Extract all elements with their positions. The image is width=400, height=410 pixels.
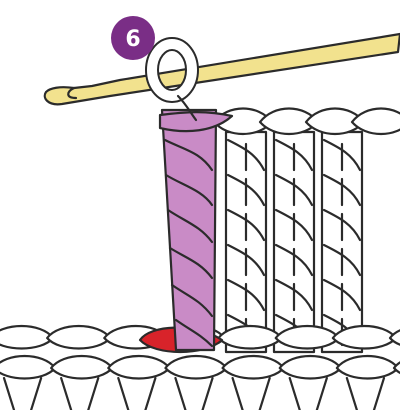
base-loop	[390, 326, 400, 349]
stitch-column	[274, 132, 314, 352]
base-loop	[333, 326, 396, 349]
chain-leg	[4, 378, 41, 410]
working-stitch	[160, 110, 232, 350]
stitch-column	[322, 132, 362, 352]
base-loop	[0, 326, 53, 349]
stitch-columns	[226, 132, 362, 352]
chain-leg	[290, 378, 327, 410]
top-loop	[352, 109, 400, 135]
chain-leg	[175, 378, 212, 410]
stitch-column	[226, 132, 266, 352]
chain-leg	[347, 378, 384, 410]
base-loop	[47, 326, 110, 349]
chain-loop	[108, 356, 169, 379]
chain-loop	[165, 356, 226, 379]
chain-loop	[337, 356, 398, 379]
chain-loop	[0, 356, 55, 379]
step-number-badge: 6	[111, 16, 155, 60]
chain-loop	[223, 356, 284, 379]
chain-leg	[61, 378, 98, 410]
base-loop	[276, 326, 339, 349]
step-number: 6	[125, 27, 140, 52]
chain-loop	[280, 356, 341, 379]
base-loop	[219, 326, 282, 349]
chain-leg	[118, 378, 155, 410]
chain-loop	[394, 356, 400, 379]
chain-loop	[51, 356, 112, 379]
chain-leg	[233, 378, 270, 410]
top-loops	[214, 109, 400, 135]
